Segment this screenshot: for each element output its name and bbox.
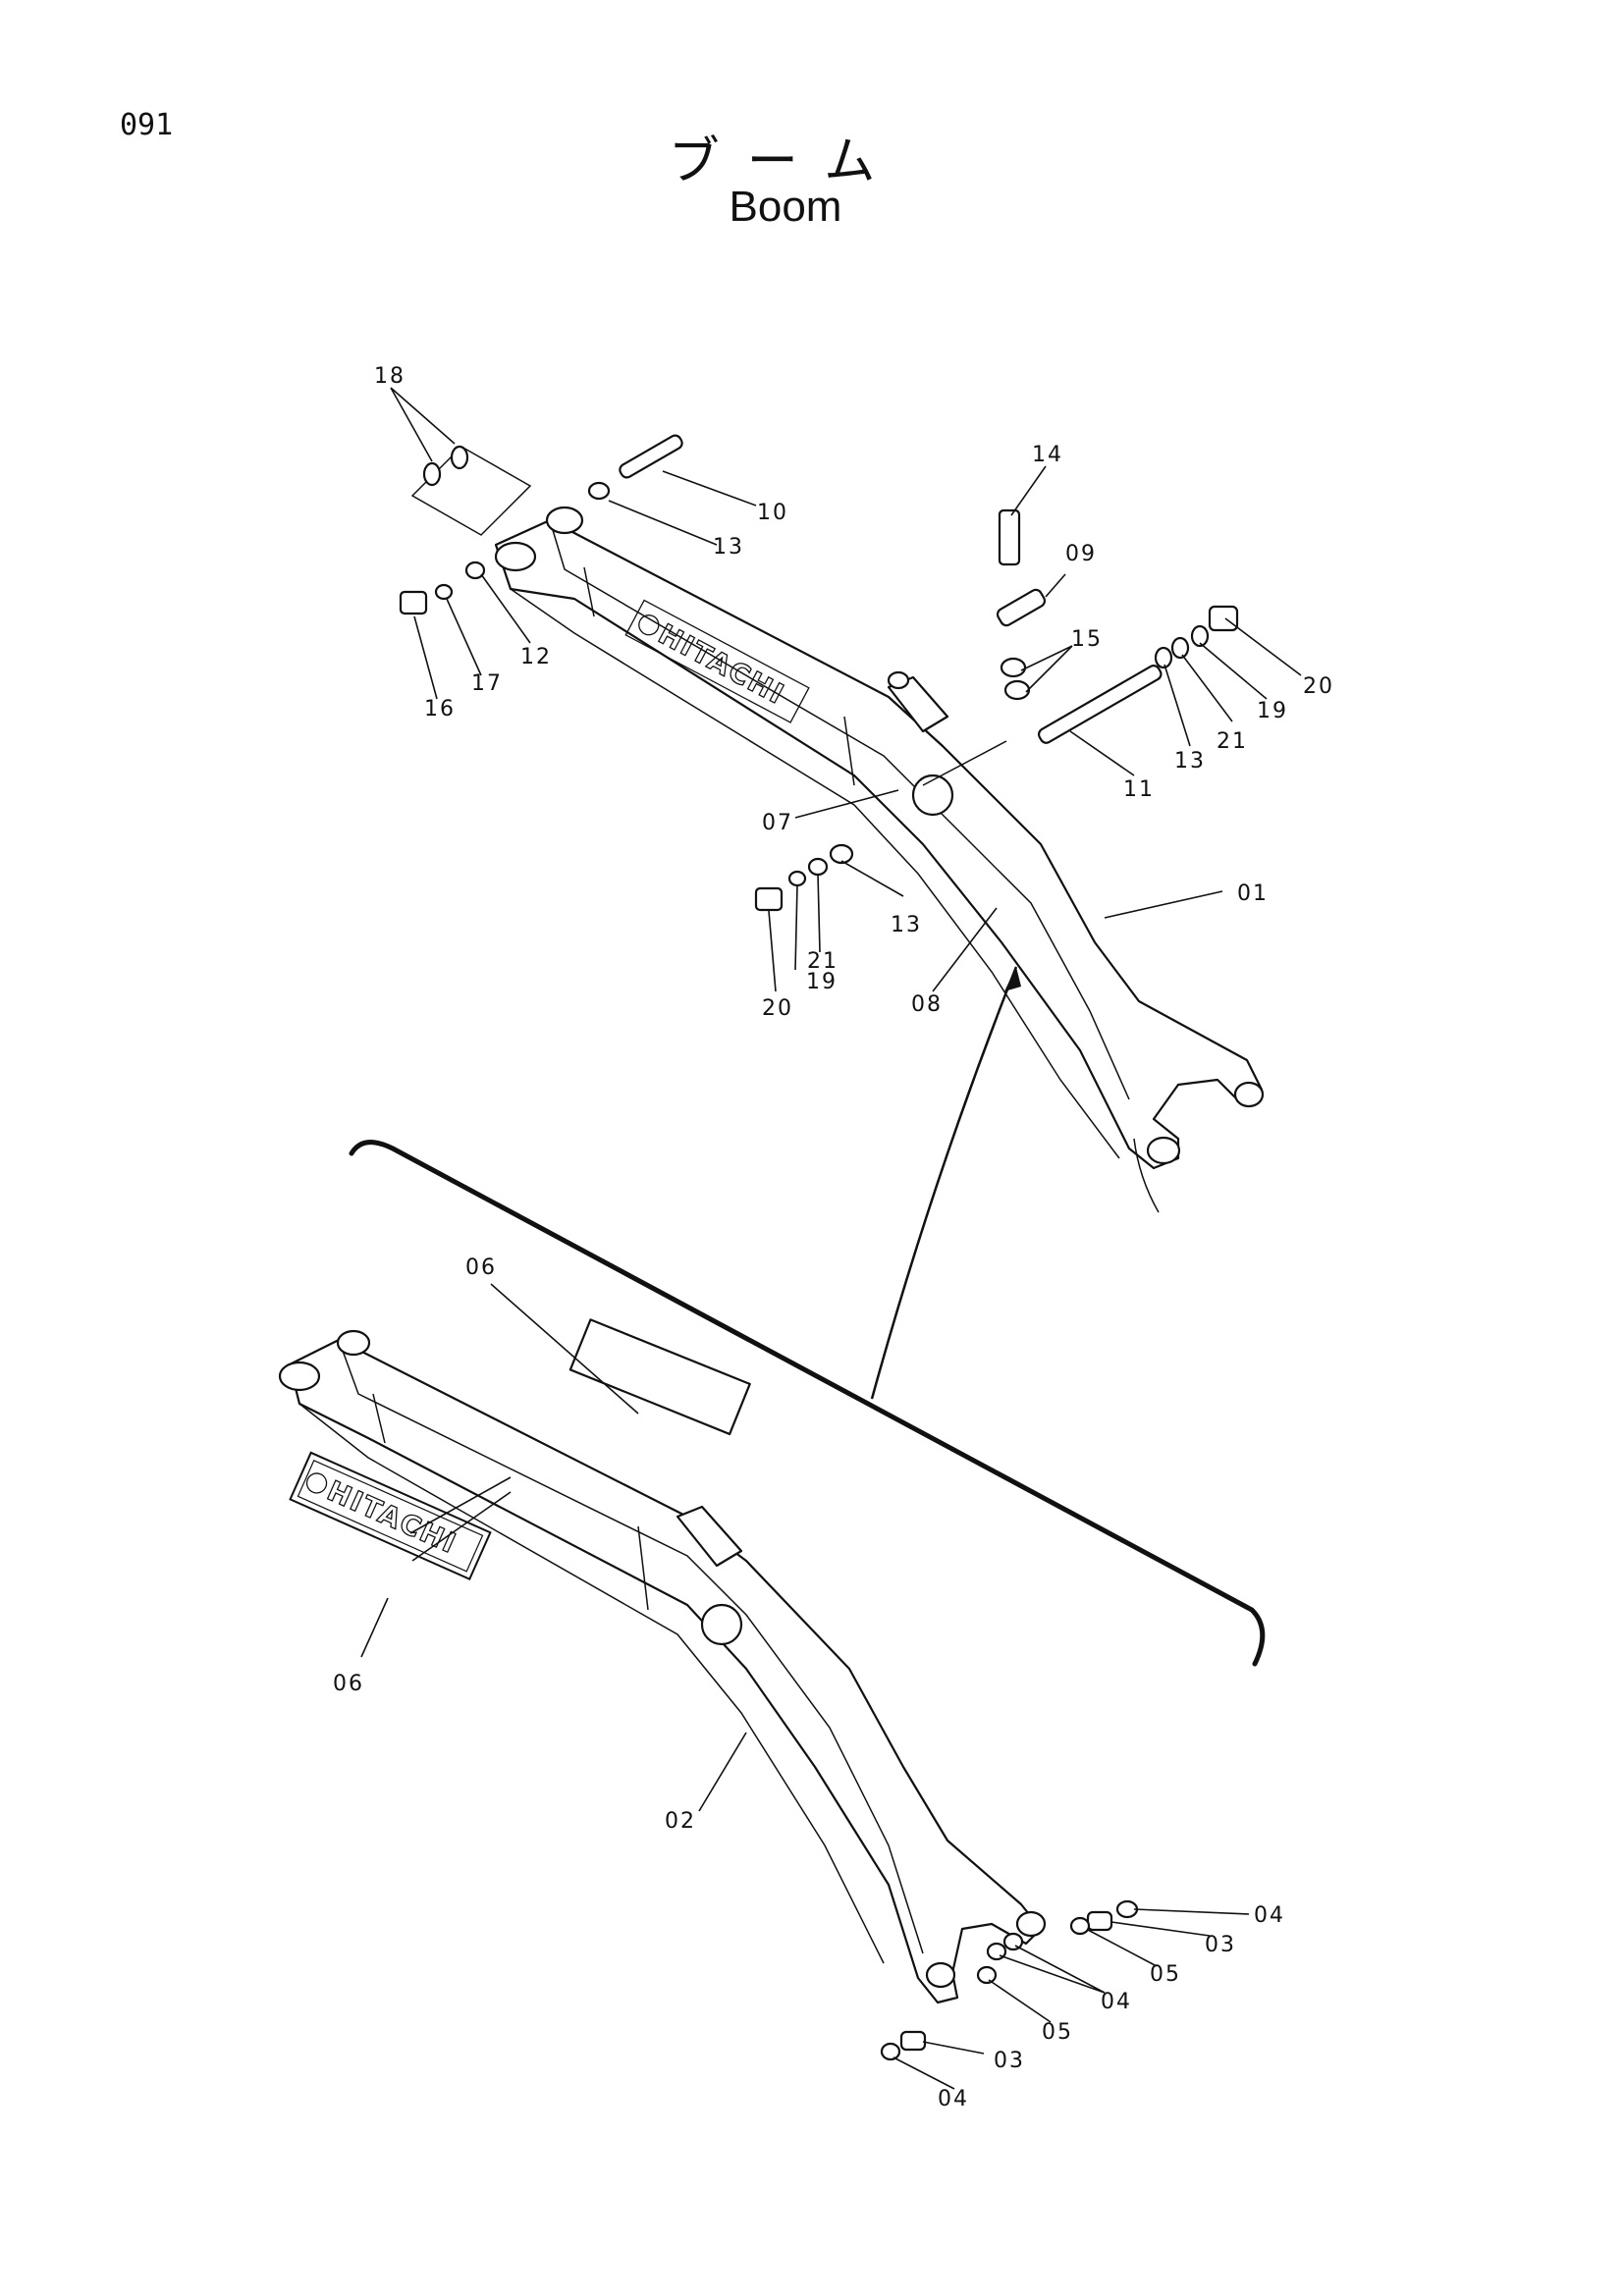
callout-04-a: 04 (1254, 1903, 1285, 1928)
callout-06-a: 06 (465, 1255, 497, 1280)
lower-tip-boss-2 (925, 1961, 956, 1989)
callout-06-b: 06 (333, 1672, 364, 1696)
upper-boom-body (494, 518, 1264, 1170)
seal-packet (410, 446, 532, 536)
callout-12: 12 (520, 645, 552, 669)
callout-21-a: 21 (1217, 729, 1248, 754)
callout-04-b: 04 (1101, 1990, 1132, 2014)
boom-lower-assembly: HITACHI (278, 1318, 1047, 2004)
callout-11: 11 (1123, 777, 1155, 802)
upper-leader-lines (390, 387, 1302, 992)
upper-boom-foot-boss (494, 541, 537, 572)
lower-leader-lines (360, 1283, 1250, 2090)
callout-16: 16 (424, 697, 456, 721)
callout-04-c: 04 (938, 2087, 969, 2111)
lower-arm-pin-boss (700, 1603, 743, 1646)
callout-10: 10 (757, 501, 788, 525)
callout-14: 14 (1032, 443, 1063, 467)
callout-03-a: 03 (1205, 1933, 1236, 1957)
upper-boom-foot-boss-2 (545, 506, 584, 535)
lower-boom-foot-boss-2 (336, 1329, 371, 1357)
boom-tip-boss-2 (1146, 1136, 1181, 1165)
callout-18: 18 (374, 364, 406, 389)
callout-20-b: 20 (762, 996, 793, 1021)
decal-06-upper (568, 1318, 751, 1436)
title-japanese: ブーム (668, 133, 903, 191)
bolt-16 (399, 590, 428, 615)
callout-02: 02 (665, 1809, 696, 1834)
callout-05-a: 05 (1150, 1962, 1181, 1987)
lower-hardware (880, 1899, 1139, 2061)
callout-13-c: 13 (891, 913, 922, 937)
callout-21-b: 21 (807, 949, 839, 974)
callout-08: 08 (911, 992, 943, 1017)
title-english: Boom (729, 183, 842, 231)
callout-13-a: 13 (713, 535, 744, 560)
callout-13-b: 13 (1174, 749, 1206, 774)
callout-09: 09 (1065, 542, 1097, 566)
arm-cylinder-pin-boss (911, 774, 954, 817)
lower-boom-foot-boss (278, 1361, 321, 1392)
callout-15: 15 (1071, 627, 1103, 652)
view-connector (349, 966, 1266, 1667)
lower-boom-body (288, 1338, 1043, 2004)
page-number: 091 (120, 108, 174, 142)
boom-upper-assembly: HITACHI (494, 506, 1265, 1213)
pin-11 (1037, 665, 1163, 744)
callout-labels: 18 14 10 13 09 12 17 16 15 20 19 21 13 1… (333, 364, 1334, 2111)
callout-19-b: 19 (806, 970, 838, 994)
callout-05-b: 05 (1042, 2020, 1073, 2045)
pin-09 (996, 588, 1047, 627)
bolt-20-upper (1208, 605, 1239, 632)
callout-17: 17 (471, 671, 503, 696)
callout-19-a: 19 (1257, 699, 1288, 723)
lower-arm-bracket (676, 1505, 743, 1568)
callout-20-a: 20 (1303, 674, 1334, 699)
bolt-20-lower (754, 886, 784, 912)
callout-07: 07 (762, 811, 793, 835)
lower-tip-boss (1015, 1910, 1047, 1938)
callout-03-b: 03 (994, 2049, 1025, 2073)
boom-tip-boss (1233, 1081, 1265, 1108)
callout-01: 01 (1237, 881, 1269, 906)
bolt-14 (998, 508, 1021, 566)
pin-10 (619, 434, 683, 479)
